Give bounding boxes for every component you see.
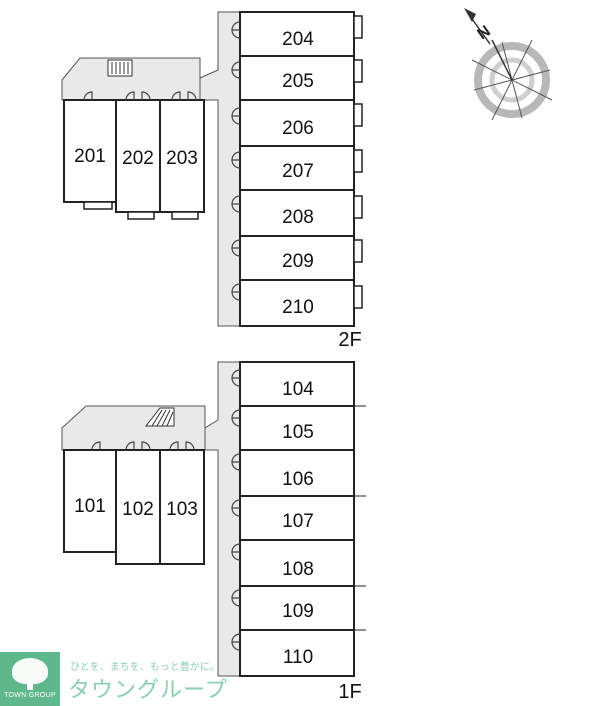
balcony-210: [353, 285, 363, 309]
room-203: [159, 99, 205, 213]
room-204: [239, 11, 355, 57]
unit-label-108: 108: [282, 559, 314, 580]
door-206: [231, 107, 241, 125]
door-108: [231, 543, 241, 561]
balcony-208: [353, 195, 363, 219]
brand-tagline: ひとを、まちを、もっと豊かに。: [70, 662, 220, 673]
door-207: [231, 151, 241, 169]
door-203: [171, 91, 181, 101]
unit-label-107: 107: [282, 511, 314, 532]
door-104: [231, 369, 241, 387]
room-109: [239, 585, 355, 631]
balcony-203: [171, 211, 199, 220]
balcony-209: [353, 239, 363, 263]
balcony-202: [127, 211, 155, 220]
balcony-206: [353, 103, 363, 127]
unit-label-201: 201: [74, 146, 106, 167]
door-109: [231, 589, 241, 607]
room-104: [239, 361, 355, 407]
door-107: [231, 499, 241, 517]
room-110: [239, 629, 355, 677]
floor-1f: 101 102 103 104 105 106 107 108 109 110 …: [61, 361, 366, 703]
unit-label-109: 109: [282, 601, 314, 622]
door-205: [231, 61, 241, 79]
corridor-2f-west: [61, 57, 201, 101]
unit-label-206: 206: [282, 118, 314, 139]
door-204: [231, 21, 241, 39]
balcony-205: [353, 59, 363, 83]
room-103: [159, 449, 205, 565]
unit-label-102: 102: [122, 499, 154, 520]
door-103b: [185, 441, 195, 451]
tree-trunk-icon: [27, 680, 33, 690]
door-103: [169, 441, 179, 451]
room-209: [239, 235, 355, 281]
balcony-207: [353, 149, 363, 173]
room-201: [63, 99, 117, 203]
corridor-2f: [199, 11, 241, 327]
door-101: [91, 441, 101, 451]
door-105: [231, 409, 241, 427]
unit-label-207: 207: [282, 161, 314, 182]
logo-caption: TOWN GROUP: [4, 692, 56, 699]
door-102: [125, 441, 135, 451]
door-203b: [187, 91, 197, 101]
door-201: [83, 91, 93, 101]
unit-label-101: 101: [74, 496, 106, 517]
unit-label-202: 202: [122, 148, 154, 169]
unit-label-110: 110: [283, 647, 313, 668]
door-102b: [141, 441, 151, 451]
balcony-lines-1f: [354, 405, 366, 631]
north-arrow-icon: [464, 8, 476, 22]
door-110: [231, 633, 241, 651]
corridor-1f: [204, 361, 241, 677]
unit-label-203: 203: [166, 148, 198, 169]
door-208: [231, 195, 241, 213]
room-101: [63, 449, 117, 553]
unit-label-104: 104: [282, 379, 314, 400]
unit-label-103: 103: [166, 499, 198, 520]
unit-label-205: 205: [282, 71, 314, 92]
door-202: [125, 91, 135, 101]
brand-name: タウングループ: [68, 678, 228, 703]
room-102: [115, 449, 161, 565]
door-209: [231, 239, 241, 257]
stairs-1f: [144, 407, 175, 427]
floor-2f: 201 202 203 204 205 206 207 208 209 210 …: [61, 11, 363, 351]
tree-icon: [12, 658, 48, 684]
door-210: [231, 283, 241, 301]
floor-label-1f: 1F: [338, 681, 361, 703]
unit-label-105: 105: [282, 422, 314, 443]
compass-rose: N: [464, 8, 553, 121]
stairs-2f: [107, 59, 133, 77]
room-108: [239, 539, 355, 587]
floor-label-2f: 2F: [338, 329, 361, 351]
unit-label-208: 208: [282, 207, 314, 228]
unit-label-106: 106: [282, 469, 314, 490]
balcony-204: [353, 15, 363, 39]
door-202b: [141, 91, 151, 101]
unit-label-210: 210: [282, 297, 314, 318]
brand-footer: TOWN GROUP ひとを、まちを、もっと豊かに。 タウングループ: [0, 652, 250, 706]
unit-label-209: 209: [282, 251, 314, 272]
unit-label-204: 204: [282, 29, 314, 50]
door-106: [231, 453, 241, 471]
brand-logo: TOWN GROUP: [0, 652, 60, 706]
room-202: [115, 99, 161, 213]
balcony-201: [83, 201, 113, 210]
